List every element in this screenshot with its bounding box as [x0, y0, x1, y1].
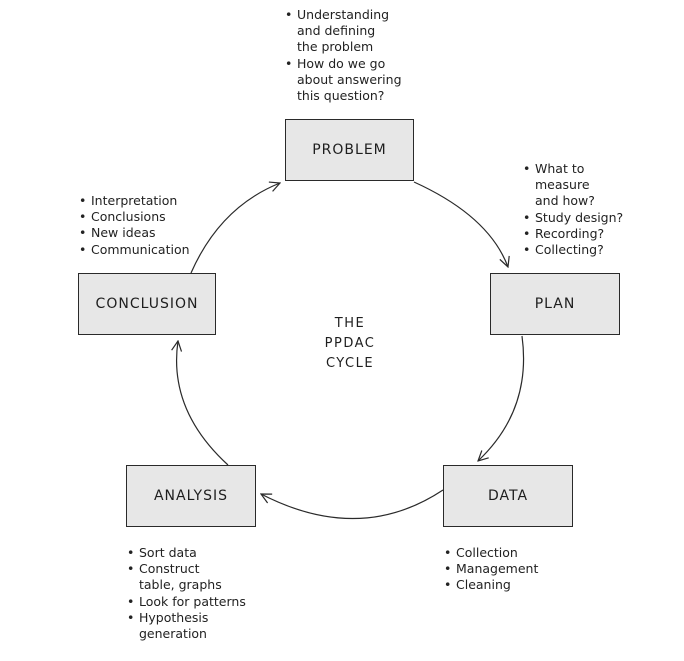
problem-notes: Understanding and defining the problem H… [285, 7, 402, 104]
data-label: DATA [487, 488, 529, 504]
cycle-title-line: PPDAC [324, 336, 376, 351]
plan-notes: What to measure and how? Study design? R… [523, 161, 623, 258]
analysis-notes: Sort data Construct table, graphs Look f… [127, 545, 246, 642]
note-item: Collecting? [523, 242, 623, 258]
note-item: Interpretation [79, 193, 190, 209]
data-notes: Collection Management Cleaning [444, 545, 538, 594]
conclusion-box: CONCLUSION [78, 273, 216, 335]
conclusion-label: CONCLUSION [95, 296, 199, 312]
note-item: Look for patterns [127, 594, 246, 610]
note-item: Conclusions [79, 209, 190, 225]
note-item: Cleaning [444, 577, 538, 593]
note-item: Communication [79, 242, 190, 258]
arrow-problem-to-plan [413, 181, 508, 267]
plan-label: PLAN [534, 296, 576, 312]
arrow-conclusion-to-problem [190, 183, 280, 274]
problem-label: PROBLEM [312, 142, 387, 158]
note-item: Construct table, graphs [127, 561, 246, 593]
arrow-data-to-analysis [261, 489, 444, 520]
note-item: Study design? [523, 210, 623, 226]
note-item: Recording? [523, 226, 623, 242]
note-item: How do we go about answering this questi… [285, 56, 402, 105]
analysis-label: ANALYSIS [153, 488, 229, 504]
note-item: Hypothesis generation [127, 610, 246, 642]
arrow-analysis-to-conclusion [177, 341, 229, 466]
cycle-title-line: CYCLE [325, 356, 375, 371]
analysis-box: ANALYSIS [126, 465, 256, 527]
plan-box: PLAN [490, 273, 620, 335]
note-item: What to measure and how? [523, 161, 623, 210]
note-item: New ideas [79, 225, 190, 241]
conclusion-notes: Interpretation Conclusions New ideas Com… [79, 193, 190, 258]
arrow-plan-to-data [478, 335, 525, 461]
cycle-title: THE PPDAC CYCLE [300, 314, 400, 374]
note-item: Management [444, 561, 538, 577]
note-item: Collection [444, 545, 538, 561]
cycle-title-line: THE [334, 316, 366, 331]
note-item: Sort data [127, 545, 246, 561]
problem-box: PROBLEM [285, 119, 414, 181]
note-item: Understanding and defining the problem [285, 7, 402, 56]
data-box: DATA [443, 465, 573, 527]
